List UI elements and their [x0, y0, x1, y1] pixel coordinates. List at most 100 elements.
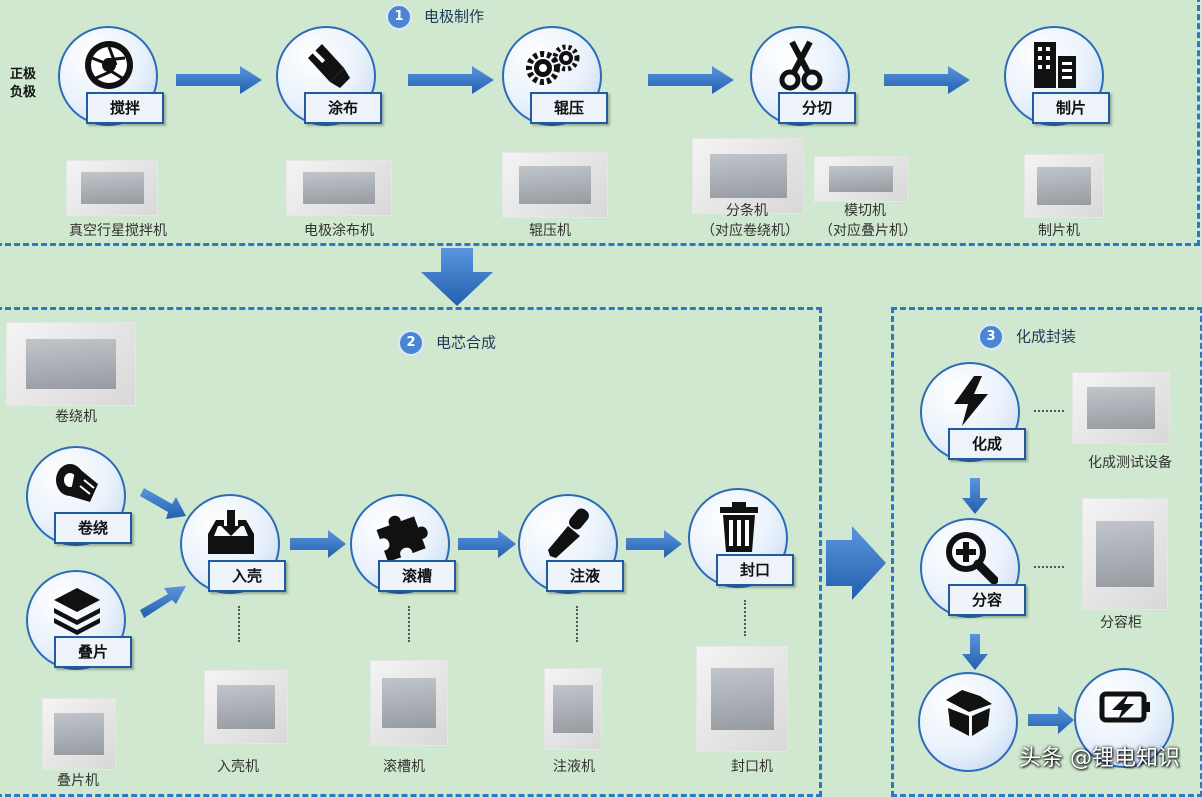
- photo-stacking-machine: [42, 698, 116, 770]
- connector-grooving: [408, 606, 410, 642]
- arrow-wind-to-case: [140, 488, 186, 519]
- arrow-grade-to-pack: [962, 634, 988, 670]
- section-title-text-3: 化成封装: [1016, 327, 1077, 346]
- arrow-coat-to-roll: [408, 66, 494, 94]
- photo-casing-machine: [204, 670, 288, 744]
- node-label-casing: 入壳: [208, 560, 286, 592]
- caption-winding-machine: 卷绕机: [55, 409, 97, 425]
- step-number-3: 3: [978, 324, 1004, 350]
- section-title-3: 3 化成封装: [978, 324, 1076, 350]
- photo-slitter: [692, 138, 804, 214]
- connector-injection: [576, 606, 578, 642]
- node-rolling[interactable]: 辊压: [502, 26, 608, 130]
- node-label-tab-making: 制片: [1032, 92, 1110, 124]
- photo-roller: [502, 152, 608, 218]
- section-title-2: 2 电芯合成: [398, 330, 496, 356]
- roll-icon: [56, 464, 98, 502]
- gears-icon: [526, 44, 580, 85]
- node-packaging[interactable]: [918, 672, 1022, 776]
- arrow-inject-to-seal: [626, 530, 682, 558]
- arrow-section2-to-section3: [826, 526, 886, 600]
- caption-tab-machine: 制片机: [1038, 223, 1080, 239]
- connector-formation-equipment: [1034, 410, 1064, 412]
- buildings-icon: [1034, 42, 1076, 88]
- caption-casing-machine: 入壳机: [217, 759, 259, 775]
- arrow-pack-to-battery: [1028, 706, 1074, 734]
- arrow-slit-to-tab: [884, 66, 970, 94]
- node-casing[interactable]: 入壳: [180, 494, 286, 598]
- scissors-icon: [779, 40, 823, 91]
- photo-sealing-machine: [696, 646, 788, 752]
- paint-brush-icon: [308, 44, 350, 88]
- node-injection[interactable]: 注液: [518, 494, 624, 598]
- section-title-text-1: 电极制作: [424, 7, 485, 26]
- caption-die-cutter-note: （对应叠片机）: [819, 223, 917, 239]
- aperture-icon: [85, 41, 133, 89]
- caption-stacking-machine: 叠片机: [57, 773, 99, 789]
- node-label-injection: 注液: [546, 560, 624, 592]
- caption-sealing-machine: 封口机: [731, 759, 773, 775]
- caption-vacuum-mixer: 真空行星搅拌机: [69, 223, 167, 239]
- caption-slitter-note: （对应卷绕机）: [701, 223, 799, 239]
- section-title-text-2: 电芯合成: [436, 333, 497, 352]
- node-label-winding: 卷绕: [54, 512, 132, 544]
- node-label-coating: 涂布: [304, 92, 382, 124]
- lightning-icon: [954, 376, 988, 426]
- layers-icon: [54, 588, 100, 635]
- caption-die-cutter: 模切机: [844, 203, 886, 219]
- photo-grooving-machine: [370, 660, 448, 746]
- photo-formation-equipment: [1072, 372, 1170, 444]
- puzzle-icon: [376, 515, 428, 560]
- caption-grading-cabinet: 分容柜: [1100, 615, 1142, 631]
- node-label-sealing: 封口: [716, 554, 794, 586]
- node-tab-making[interactable]: 制片: [1004, 26, 1110, 130]
- arrow-roll-to-slit: [648, 66, 734, 94]
- connector-grading-cabinet: [1034, 566, 1064, 568]
- node-sealing[interactable]: 封口: [688, 488, 794, 592]
- caption-injection-machine: 注液机: [553, 759, 595, 775]
- section-electrode: [0, 0, 1200, 246]
- photo-grading-cabinet: [1082, 498, 1168, 610]
- node-grading[interactable]: 分容: [920, 518, 1026, 622]
- arrow-section1-to-section2: [421, 248, 493, 306]
- step-number-1: 1: [386, 4, 412, 30]
- caption-slitter: 分条机: [726, 203, 768, 219]
- arrow-form-to-grade: [962, 478, 988, 514]
- node-mixing[interactable]: 搅拌: [58, 26, 164, 130]
- node-slitting[interactable]: 分切: [750, 26, 856, 130]
- node-stacking[interactable]: 叠片: [26, 570, 132, 674]
- connector-sealing: [744, 600, 746, 636]
- open-box-icon: [946, 690, 992, 736]
- step-number-2: 2: [398, 330, 424, 356]
- node-grooving[interactable]: 滚槽: [350, 494, 456, 598]
- node-label-formation: 化成: [948, 428, 1026, 460]
- arrow-case-to-groove: [290, 530, 346, 558]
- photo-winding-machine: [6, 322, 136, 406]
- arrow-mix-to-coat: [176, 66, 262, 94]
- node-label-stacking: 叠片: [54, 636, 132, 668]
- node-coating[interactable]: 涂布: [276, 26, 382, 130]
- node-label-grooving: 滚槽: [378, 560, 456, 592]
- node-label-rolling: 辊压: [530, 92, 608, 124]
- battery-icon: [1099, 691, 1150, 723]
- node-formation[interactable]: 化成: [920, 362, 1026, 466]
- zoom-in-icon: [946, 532, 998, 584]
- node-label-slitting: 分切: [778, 92, 856, 124]
- inbox-download-icon: [208, 510, 254, 554]
- trash-bin-icon: [720, 502, 758, 552]
- caption-coater: 电极涂布机: [304, 223, 374, 239]
- side-label-positive: 正极: [10, 67, 37, 82]
- node-label-grading: 分容: [948, 584, 1026, 616]
- photo-tab-machine: [1024, 154, 1104, 218]
- node-winding[interactable]: 卷绕: [26, 446, 132, 550]
- side-label-negative: 负极: [10, 85, 37, 100]
- caption-formation-equipment: 化成测试设备: [1088, 455, 1172, 471]
- caption-roller: 辊压机: [529, 223, 571, 239]
- watermark: 头条 @锂电知识: [1019, 746, 1180, 771]
- photo-vacuum-mixer: [66, 160, 158, 216]
- section-title-1: 1 电极制作: [386, 4, 484, 30]
- arrow-groove-to-inject: [458, 530, 516, 558]
- node-battery[interactable]: [1074, 668, 1178, 772]
- arrow-stack-to-case: [140, 586, 186, 618]
